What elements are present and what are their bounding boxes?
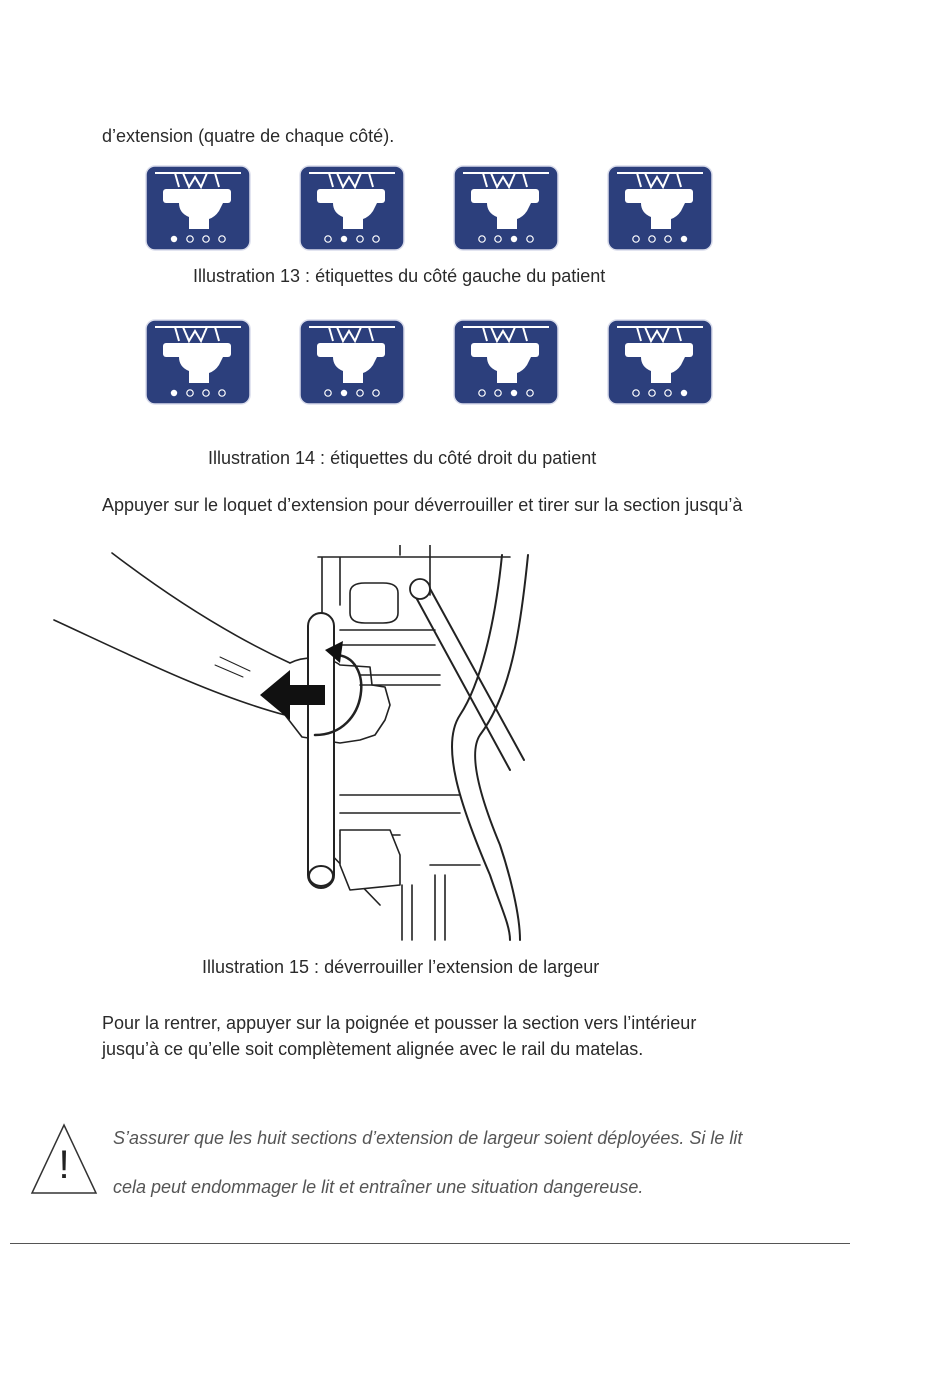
extension-label-2 <box>299 165 405 251</box>
position-dot <box>186 389 194 397</box>
position-dot <box>526 235 534 243</box>
paragraph-retract-line-1: Pour la rentrer, appuyer sur la poignée … <box>102 1013 697 1033</box>
footer-divider <box>10 1243 850 1244</box>
position-dot <box>664 389 672 397</box>
position-dot <box>202 235 210 243</box>
extension-label-2 <box>299 319 405 405</box>
position-dot <box>218 235 226 243</box>
paragraph-extend-instruction: Appuyer sur le loquet d’extension pour d… <box>102 495 743 515</box>
position-dot <box>340 235 348 243</box>
position-dot <box>372 389 380 397</box>
position-dot <box>170 389 178 397</box>
warning-line-1: S’assurer que les huit sections d’extens… <box>113 1128 743 1148</box>
extension-label-3 <box>453 165 559 251</box>
position-dot <box>648 235 656 243</box>
position-dot <box>680 235 688 243</box>
position-dot <box>478 389 486 397</box>
position-dot <box>632 235 640 243</box>
position-dot <box>632 389 640 397</box>
right-labels-row <box>145 319 715 405</box>
position-dot <box>510 235 518 243</box>
position-dot <box>356 389 364 397</box>
paragraph-retract-line-2: jusqu’à ce qu’elle soit complètement ali… <box>102 1039 644 1059</box>
caption-illustration-13: Illustration 13 : étiquettes du côté gau… <box>193 266 606 286</box>
position-dot <box>526 389 534 397</box>
caption-illustration-14: Illustration 14 : étiquettes du côté dro… <box>208 448 597 468</box>
warning-line-2: cela peut endommager le lit et entraîner… <box>113 1177 644 1197</box>
position-dot <box>478 235 486 243</box>
extension-label-4 <box>607 165 713 251</box>
position-dot <box>372 235 380 243</box>
position-dot <box>664 235 672 243</box>
unlock-extension-illustration <box>53 545 529 941</box>
extension-label-3 <box>453 319 559 405</box>
position-dot <box>648 389 656 397</box>
paragraph-top: d’extension (quatre de chaque côté). <box>102 126 395 146</box>
position-dot <box>218 389 226 397</box>
position-dot <box>680 389 688 397</box>
position-dot <box>356 235 364 243</box>
position-dot <box>494 235 502 243</box>
caption-illustration-15: Illustration 15 : déverrouiller l’extens… <box>202 957 600 977</box>
extension-label-4 <box>607 319 713 405</box>
extension-label-1 <box>145 319 251 405</box>
extension-label-1 <box>145 165 251 251</box>
warning-exclamation: ! <box>58 1143 70 1187</box>
position-dot <box>202 389 210 397</box>
position-dot <box>324 389 332 397</box>
left-labels-row <box>145 165 715 251</box>
position-dot <box>494 389 502 397</box>
position-dot <box>186 235 194 243</box>
position-dot <box>510 389 518 397</box>
warning-triangle-icon <box>30 1123 98 1194</box>
position-dot <box>170 235 178 243</box>
position-dot <box>340 389 348 397</box>
position-dot <box>324 235 332 243</box>
